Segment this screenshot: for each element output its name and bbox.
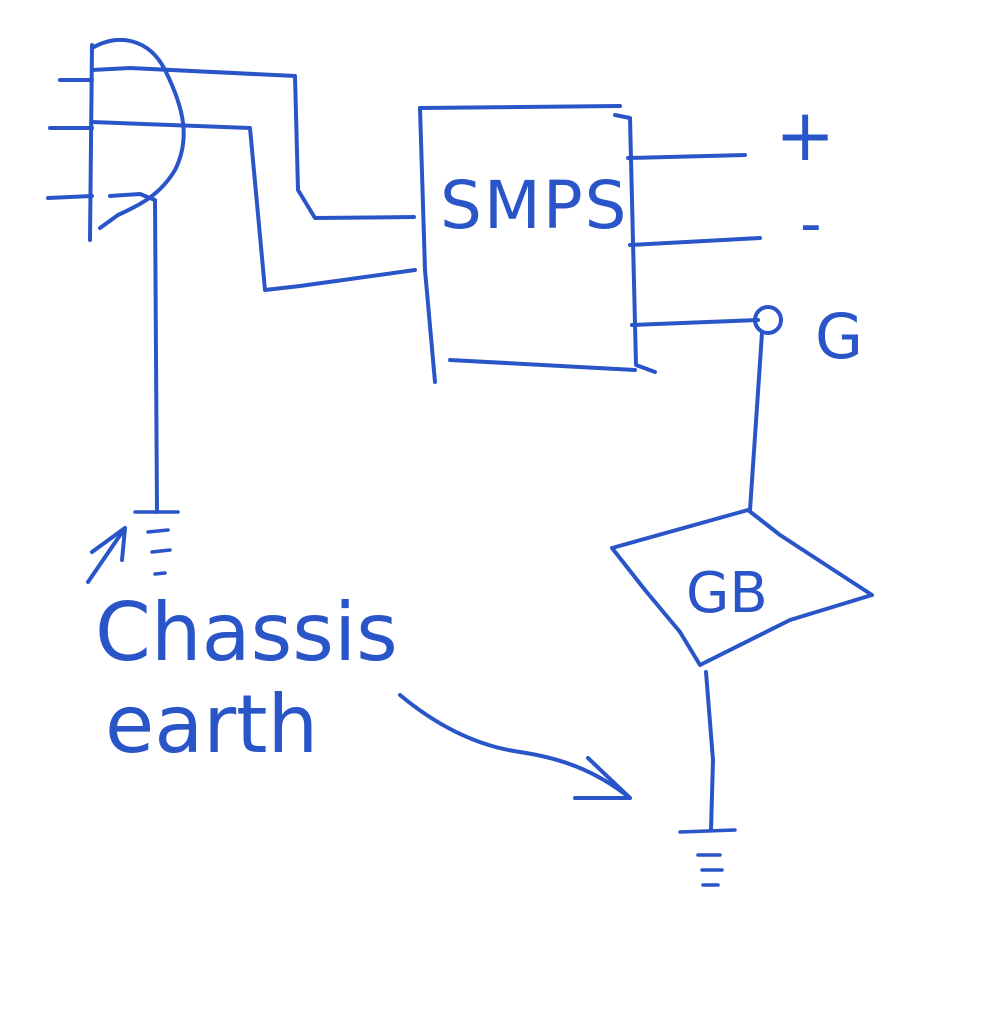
plus-terminal-label: + (775, 93, 835, 177)
chassis-earth-label-line1: Chassis (95, 586, 398, 679)
arrow-to-right-earth (398, 693, 632, 800)
ground-terminal-label: G (815, 300, 863, 373)
ground-block-label: GB (686, 561, 768, 626)
output-ground-wire (630, 318, 760, 327)
earth-wire (108, 192, 159, 514)
ground-terminal-to-gb-wire (748, 331, 764, 512)
neutral-wire (90, 120, 417, 292)
output-plus-wire (626, 153, 747, 160)
smps-box (418, 104, 657, 384)
connector-body (88, 43, 94, 242)
arrow-to-left-earth (86, 526, 127, 584)
output-minus-wire (628, 236, 762, 247)
chassis-earth-symbol-left (133, 510, 180, 576)
chassis-earth-symbol-right (678, 828, 737, 887)
ground-block-shape (610, 508, 874, 667)
minus-terminal-label: - (800, 189, 822, 259)
gb-to-earth-wire (704, 670, 715, 832)
smps-label: SMPS (440, 167, 629, 244)
connector-pin-3 (46, 194, 94, 200)
ground-terminal-circle (753, 305, 783, 335)
live-wire (90, 66, 416, 220)
chassis-earth-label-line2: earth (105, 678, 318, 771)
